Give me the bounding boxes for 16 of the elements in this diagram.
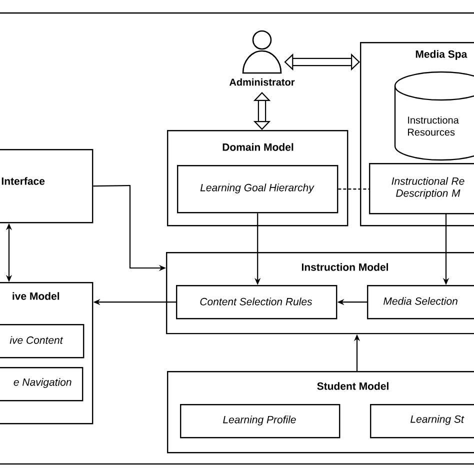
component-box: Learning Profile [180,404,340,438]
component-box: Content Selection Rules [176,285,338,320]
double-arrow [284,53,360,71]
component-box: Learning St [370,404,474,438]
model-box: Interface [0,149,94,224]
dashed-line [338,188,369,190]
person-label: Administrator [229,78,295,86]
component-box: Media Selection [367,285,474,320]
component-box: e Navigation [0,367,84,402]
component-box: Instructional Re Description M [369,163,474,214]
node-label: Instructiona Resources [408,116,459,136]
double-arrow [253,92,271,130]
database-cylinder: Instructiona Resources [394,71,474,161]
component-box: Learning Goal Hierarchy [177,165,338,214]
component-box: ive Content [0,324,84,358]
person-icon [242,30,282,74]
